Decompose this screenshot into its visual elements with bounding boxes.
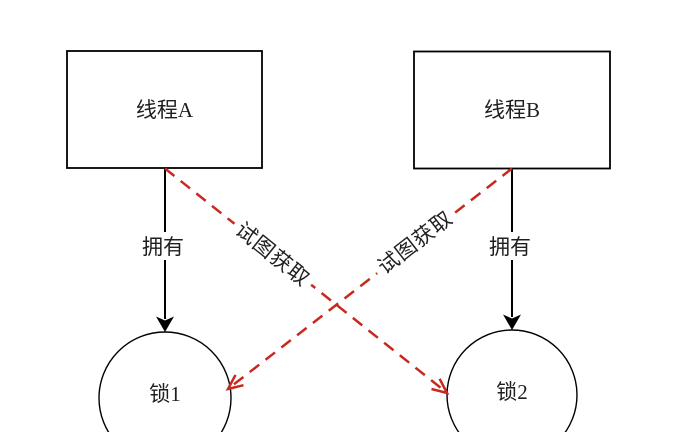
try-label-a: 试图获取: [231, 218, 315, 292]
arrowhead-a-tries-icon: [431, 378, 450, 395]
try-label-b-group: 试图获取: [368, 201, 462, 283]
owns-label-b-bg: [484, 232, 536, 260]
owns-label-a: 拥有: [142, 235, 184, 259]
try-label-b: 试图获取: [373, 206, 457, 279]
owns-label-b: 拥有: [489, 235, 531, 259]
try-label-b-bg: [368, 201, 462, 283]
thread-a-box: [66, 50, 263, 169]
arrowhead-b-tries-icon: [225, 374, 244, 391]
lock-2-label: 锁2: [496, 380, 528, 404]
thread-a-label: 线程A: [136, 98, 194, 122]
arrowhead-a-owns-icon: [156, 316, 174, 332]
thread-b-box: [413, 50, 611, 170]
thread-b-label: 线程B: [484, 98, 540, 122]
lock-1-label: 锁1: [149, 382, 181, 406]
owns-label-a-group: 拥有: [137, 232, 189, 260]
owns-label-a-bg: [137, 232, 189, 260]
try-label-a-group: 试图获取: [226, 213, 320, 295]
try-label-a-bg: [226, 213, 320, 295]
owns-label-b-group: 拥有: [484, 232, 536, 260]
try-acquire-edges: [164, 167, 513, 395]
arrowhead-b-owns-icon: [503, 314, 521, 330]
